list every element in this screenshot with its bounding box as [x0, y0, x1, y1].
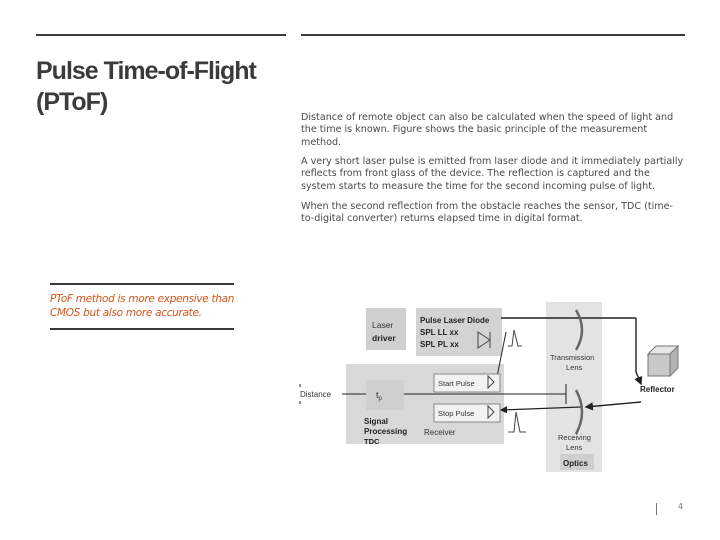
pulse-laser-diode-label: Pulse Laser Diode [420, 316, 490, 325]
transmission-lens-label: Transmission [550, 353, 594, 362]
stop-pulse-label: Stop Pulse [438, 409, 474, 418]
title-line-1: Pulse Time-of-Flight [36, 57, 257, 85]
receiving-lens-label-2: Lens [566, 443, 583, 452]
laser-driver-box [366, 308, 406, 350]
laser-driver-label-2: driver [372, 333, 396, 343]
receiving-lens-icon [574, 389, 584, 435]
paragraph-3: When the second reflection from the obst… [301, 201, 673, 225]
page-number: 4 [678, 502, 684, 511]
footer-divider [656, 503, 657, 515]
transmission-lens-icon [574, 309, 584, 351]
paragraph-1: Distance of remote object can also be ca… [301, 112, 674, 148]
laser-diode-symbol [477, 331, 491, 349]
tdc-label: TDC [364, 437, 380, 446]
start-pulse-label: Start Pulse [438, 379, 475, 388]
tp-label: tp [376, 390, 383, 402]
reflector-label: Reflector [640, 385, 675, 394]
reflector-cube-front [647, 353, 671, 377]
tp-box [366, 380, 404, 410]
paragraph-2: A very short laser pulse is emitted from… [301, 156, 684, 192]
receive-beam [499, 406, 582, 414]
pulse-waveform [508, 411, 526, 433]
stop-pulse-box [433, 403, 501, 423]
top-rule-left [36, 34, 286, 36]
transmit-beam-arrow [634, 371, 643, 386]
ptof-diagram: Laser driver Pulse Laser Diode SPL LL xx… [298, 302, 680, 472]
callout-text: PToF method is more expensive than CMOS … [50, 293, 235, 319]
receiver-label: Receiver [424, 428, 456, 437]
pulse-laser-diode-box [416, 308, 502, 356]
stop-photodiode-symbol [487, 404, 495, 420]
signal-processing-label: Signal [364, 417, 388, 426]
distance-label: Distance [300, 390, 332, 399]
spl-pl-label: SPL PL xx [420, 340, 459, 349]
slide-title: Pulse Time-of-Flight (PToF) [36, 56, 286, 118]
emit-waveform [508, 329, 522, 347]
receiving-lens-label: Receiving [558, 433, 591, 442]
callout-rule-bottom [50, 328, 234, 330]
laser-driver-label: Laser [372, 320, 393, 330]
return-beam-arrow [584, 401, 642, 411]
optics-panel [546, 302, 602, 472]
transmission-lens-label-2: Lens [566, 363, 583, 372]
start-photodiode-symbol [487, 374, 495, 390]
reflector-cube-side [669, 344, 679, 378]
distance-label-box [298, 387, 342, 401]
start-pulse-box [433, 373, 501, 393]
optics-label: Optics [563, 459, 588, 468]
optics-label-box [560, 454, 594, 470]
top-rule-right [301, 34, 685, 36]
signal-processing-label-2: Processing [364, 427, 407, 436]
title-line-2: (PToF) [36, 88, 108, 116]
callout-rule-top [50, 283, 234, 285]
spl-ll-label: SPL LL xx [420, 328, 459, 337]
